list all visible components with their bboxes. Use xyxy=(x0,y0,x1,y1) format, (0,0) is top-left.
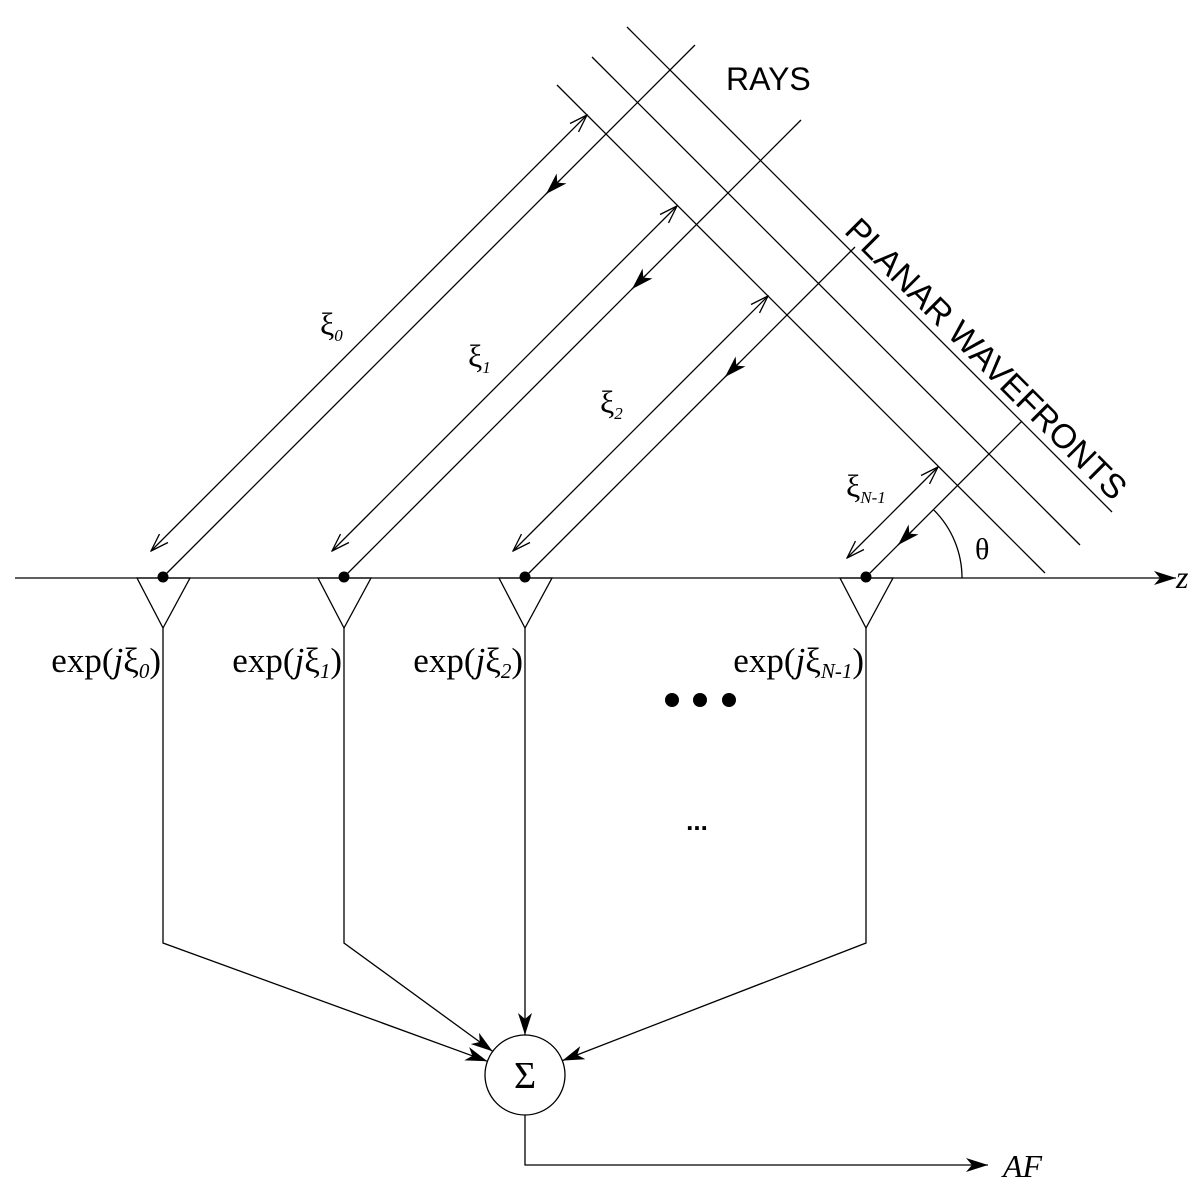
element-dot-0 xyxy=(157,571,169,583)
element-dot-2 xyxy=(519,571,531,583)
continuation-dot xyxy=(693,693,707,707)
ray-1 xyxy=(343,119,802,578)
weight-label-n-1: exp(jξN-1) xyxy=(733,641,864,683)
weight-label-0: exp(jξ0) xyxy=(51,641,161,683)
sum-symbol: Σ xyxy=(514,1055,536,1097)
feed-line-1 xyxy=(343,628,494,1052)
continuation-dot xyxy=(665,693,679,707)
path-label-1: ξ1 xyxy=(468,338,491,377)
angle-label: θ xyxy=(975,533,989,566)
path-label-0: ξ0 xyxy=(320,306,343,345)
continuation-dot xyxy=(722,693,736,707)
path-label-2: ξ2 xyxy=(600,384,623,423)
wavefront-line-1 xyxy=(556,84,1046,574)
path-length-indicator-1 xyxy=(332,206,677,551)
weight-label-2: exp(jξ2) xyxy=(413,641,523,683)
continuation-ellipsis: ... xyxy=(686,806,708,836)
output-label: AF xyxy=(1001,1148,1043,1184)
weight-label-1: exp(jξ1) xyxy=(232,641,342,683)
feed-line-n-1 xyxy=(562,628,867,1062)
wavefront-line-2 xyxy=(591,56,1081,546)
rays-label: RAYS xyxy=(726,61,811,97)
z-axis-label: z xyxy=(1175,559,1189,595)
path-length-indicator-2 xyxy=(513,296,768,551)
element-dot-1 xyxy=(338,571,350,583)
antenna-element-0 xyxy=(135,577,192,630)
ray-arrow-n-1 xyxy=(897,524,919,546)
antenna-element-1 xyxy=(316,577,373,630)
ray-arrow-0 xyxy=(545,173,567,195)
antenna-element-n-1 xyxy=(838,577,895,630)
element-dot-n-1 xyxy=(860,571,872,583)
ray-n-1 xyxy=(865,420,1023,578)
feed-line-0 xyxy=(162,628,488,1062)
path-length-indicator-n-1 xyxy=(847,467,938,558)
ray-arrow-2 xyxy=(724,356,746,378)
path-label-n-1: ξN-1 xyxy=(846,468,886,507)
antenna-element-2 xyxy=(497,577,554,630)
path-length-indicator-0 xyxy=(151,115,587,551)
angle-arc xyxy=(933,509,963,579)
ray-0 xyxy=(162,44,696,578)
ray-2 xyxy=(524,246,856,578)
wavefronts-label: PLANAR WAVEFRONTS xyxy=(837,211,1134,508)
wavefront-line-3 xyxy=(626,26,1113,513)
ray-arrow-1 xyxy=(631,268,653,290)
output-line xyxy=(524,1115,988,1172)
